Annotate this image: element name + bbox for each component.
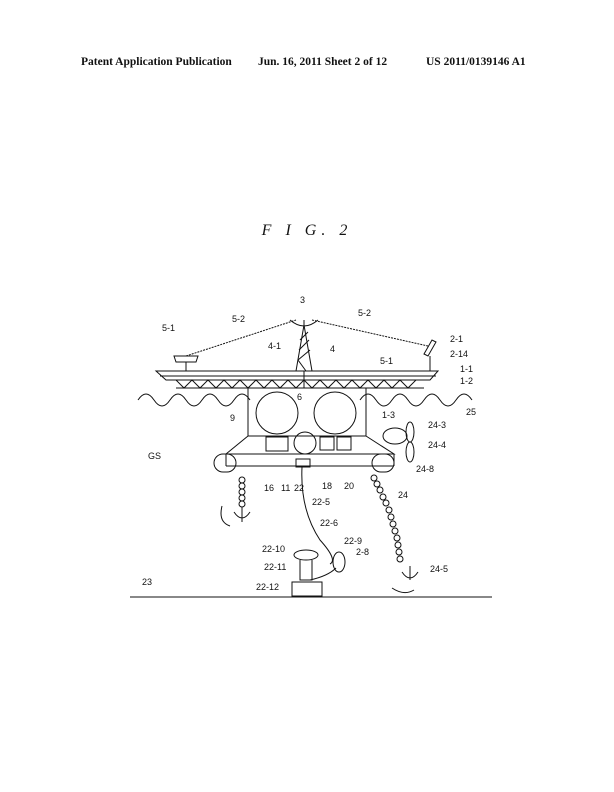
right-anchor: [391, 566, 419, 594]
label-1-3: 1-3: [382, 410, 395, 420]
left-anchor-chain: [238, 476, 246, 508]
label-5-1b: 5-1: [380, 356, 393, 366]
page-header: Patent Application Publication Jun. 16, …: [0, 56, 614, 72]
label-4: 4: [330, 344, 335, 354]
tower: [289, 319, 319, 388]
left-anchor: [220, 505, 251, 527]
figure-title: F I G. 2: [261, 222, 353, 239]
sea-surface-waves: [137, 393, 473, 407]
label-4-1: 4-1: [268, 341, 281, 351]
publication-type: Patent Application Publication: [81, 56, 232, 68]
label-2-14: 2-14: [450, 349, 468, 359]
label-22-6: 22-6: [320, 518, 338, 528]
label-11: 11: [281, 483, 290, 493]
label-22-5: 22-5: [312, 497, 330, 507]
left-float: [213, 453, 237, 473]
patent-number: US 2011/0139146 A1: [426, 56, 526, 68]
label-9: 9: [230, 413, 235, 423]
label-gs: GS: [148, 451, 161, 461]
label-1-2: 1-2: [460, 376, 473, 386]
right-anchor-chain: [370, 474, 404, 563]
label-16: 16: [264, 483, 274, 493]
label-24-3: 24-3: [428, 420, 446, 430]
label-22-9: 22-9: [344, 536, 362, 546]
label-1-1: 1-1: [460, 364, 473, 374]
date-and-sheet: Jun. 16, 2011 Sheet 2 of 12: [258, 56, 388, 68]
label-2-1: 2-1: [450, 334, 463, 344]
label-5-2a: 5-2: [232, 314, 245, 324]
label-25: 25: [466, 407, 476, 417]
hull: [224, 387, 396, 468]
label-2-8: 2-8: [356, 547, 369, 557]
reference-labels: 3 5-1 5-2 5-2 2-1 4-1 4 5-1 2-14 1-1 1-2…: [142, 295, 476, 592]
label-5-2b: 5-2: [358, 308, 371, 318]
label-22-12: 22-12: [256, 582, 279, 592]
label-6: 6: [297, 392, 302, 402]
wire-right: [311, 319, 429, 347]
right-float: [371, 453, 395, 473]
seabed-equipment: [291, 549, 346, 597]
label-23: 23: [142, 577, 152, 587]
label-3: 3: [300, 295, 305, 305]
deck-truss: [154, 370, 440, 389]
flexible-pipe: [301, 466, 333, 565]
label-5-1a: 5-1: [162, 323, 175, 333]
label-22-11: 22-11: [264, 562, 286, 572]
left-antenna: [173, 355, 199, 371]
label-22: 22: [294, 483, 304, 493]
propeller: [382, 421, 415, 463]
label-22-10: 22-10: [262, 544, 285, 554]
wire-left: [185, 319, 297, 357]
label-20: 20: [344, 481, 354, 491]
label-24-5: 24-5: [430, 564, 448, 574]
label-18: 18: [322, 481, 332, 491]
label-24-8: 24-8: [416, 464, 434, 474]
label-24-4: 24-4: [428, 440, 446, 450]
right-antenna: [423, 339, 437, 371]
label-24: 24: [398, 490, 408, 500]
